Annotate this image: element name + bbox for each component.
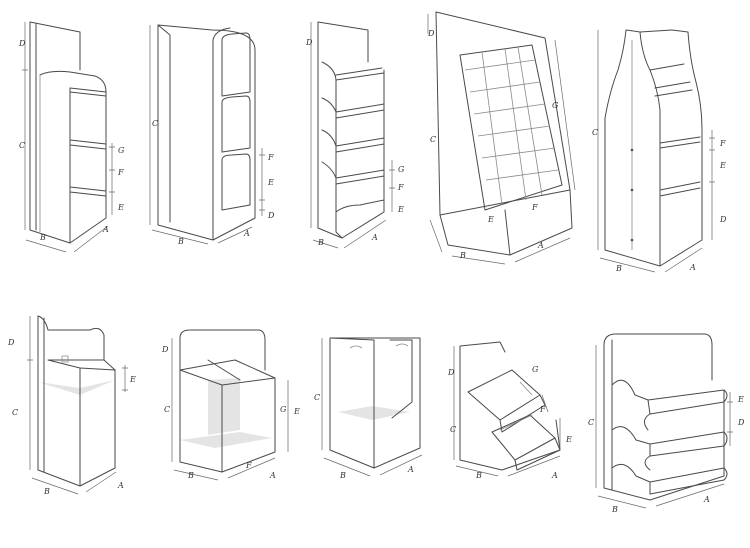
stand-7-label-d: D	[161, 345, 169, 354]
stand-6-label-e: E	[129, 375, 136, 384]
stand-7-label-a: A	[269, 471, 276, 480]
stand-3-label-a: A	[371, 233, 378, 242]
stand-7-label-g: G	[280, 405, 287, 414]
stand-9-label-b: B	[475, 471, 482, 480]
stand-10-label-b: B	[611, 505, 618, 514]
stand-5-label-c: C	[592, 128, 598, 137]
stand-4-label-a: A	[537, 241, 544, 250]
stand-1-shelves-with-header	[22, 21, 115, 253]
stand-2-label-d: D	[267, 211, 275, 220]
stand-1-label-e: E	[117, 203, 124, 212]
stand-7-label-f: F	[245, 461, 252, 470]
stand-2-label-f: F	[267, 153, 274, 162]
stand-5-label-a: A	[689, 263, 696, 272]
stand-4-slanted-grid-display	[427, 11, 576, 265]
stand-3-label-g: G	[398, 165, 405, 174]
stand-7-label-b: B	[187, 471, 194, 480]
stand-10-label-c: C	[588, 418, 594, 427]
stand-1-label-a: A	[102, 225, 109, 234]
stand-3-label-b: B	[317, 238, 324, 247]
stand-10-large-wavy-shelves	[595, 333, 733, 509]
stand-8-label-a: A	[407, 465, 414, 474]
stand-1-label-c: C	[19, 141, 25, 150]
stand-8-dump-bin-cutout	[321, 337, 423, 477]
stand-6-bin-with-header	[27, 315, 128, 495]
stand-1-label-f: F	[117, 168, 124, 177]
stand-7-label-e: E	[293, 407, 300, 416]
stand-1-label-b: B	[39, 233, 46, 242]
stand-2-label-a: A	[243, 229, 250, 238]
stand-1-label-g: G	[118, 146, 125, 155]
stand-8-label-c: C	[314, 393, 320, 402]
stand-4-label-b: B	[459, 251, 466, 260]
stand-5-bottle-shaped	[597, 29, 715, 273]
stand-5-label-f: F	[719, 139, 726, 148]
stand-9-label-d: D	[447, 368, 455, 377]
stand-7-divided-bin	[171, 329, 289, 481]
stand-6-label-a: A	[117, 481, 124, 490]
stand-9-label-c: C	[450, 425, 456, 434]
stand-2-label-e: E	[267, 178, 274, 187]
stand-5-label-d: D	[719, 215, 727, 224]
stand-4-label-f: F	[531, 203, 538, 212]
stand-3-wavy-shelves	[310, 21, 395, 249]
stand-4-label-g: G	[552, 101, 559, 110]
stand-6-label-c: C	[12, 408, 18, 417]
stand-10-label-a: A	[703, 495, 710, 504]
stand-10-label-e: E	[737, 395, 744, 404]
stand-8-label-b: B	[339, 471, 346, 480]
stand-5-label-e: E	[719, 161, 726, 170]
stand-9-label-f: F	[539, 405, 546, 414]
stand-3-label-f: F	[397, 183, 404, 192]
stand-1-label-d: D	[18, 39, 26, 48]
stand-3-label-d: D	[305, 38, 313, 47]
stand-4-label-d: D	[427, 29, 435, 38]
stand-4-label-c: C	[430, 135, 436, 144]
stand-3-label-e: E	[397, 205, 404, 214]
stand-7-label-c: C	[164, 405, 170, 414]
stand-6-label-b: B	[43, 487, 50, 496]
stand-5-label-b: B	[615, 264, 622, 273]
stand-9-label-e: E	[565, 435, 572, 444]
stand-10-label-d: D	[737, 418, 745, 427]
stand-9-label-a: A	[551, 471, 558, 480]
stand-4-label-e: E	[487, 215, 494, 224]
stand-2-tall-box-three-windows	[149, 24, 265, 245]
stand-6-label-d: D	[7, 338, 15, 347]
stand-2-label-c: C	[152, 119, 158, 128]
stand-9-tilted-trays	[453, 341, 561, 477]
stand-9-label-g: G	[532, 365, 539, 374]
stand-2-label-b: B	[177, 237, 184, 246]
